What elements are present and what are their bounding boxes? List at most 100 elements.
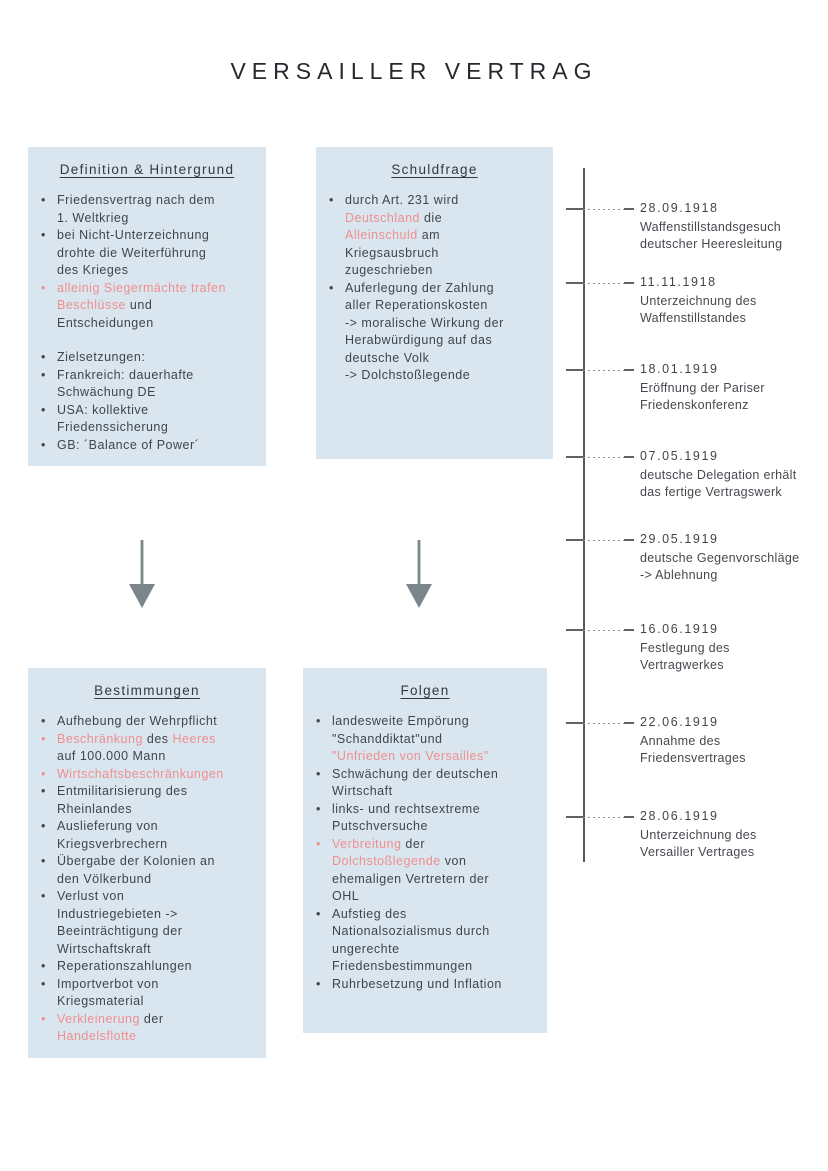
text-segment: auf 100.000 Mann xyxy=(57,749,166,763)
list-item: GB: ´Balance of Power´ xyxy=(40,437,254,455)
timeline-date: 28.06.1919 xyxy=(640,809,719,823)
timeline-tick-part xyxy=(583,282,624,284)
timeline-tick-part xyxy=(566,629,583,631)
text-segment: am Kriegsausbruch zugeschrieben xyxy=(345,228,441,277)
folgen-bullet-list: landesweite Empörung "Schanddiktat"und "… xyxy=(315,713,535,993)
timeline-tick-part xyxy=(624,282,634,284)
box-bestimmungen: Bestimmungen Aufhebung der WehrpflichtBe… xyxy=(28,668,266,1058)
text-segment: von ehemaligen Vertretern der OHL xyxy=(332,854,490,903)
box-schuldfrage-title: Schuldfrage xyxy=(391,162,478,177)
text-segment: Auslieferung von Kriegsverbrechern xyxy=(57,819,168,851)
timeline-tick-part xyxy=(583,208,624,210)
text-segment: bei Nicht-Unterzeichnung drohte die Weit… xyxy=(57,228,210,277)
timeline-tick-part xyxy=(566,816,583,818)
timeline-entry: 07.05.1919 deutsche Delegation erhält das… xyxy=(640,448,828,502)
timeline-description: Festlegung des Vertragwerkes xyxy=(640,640,730,673)
timeline-tick-part xyxy=(624,539,634,541)
list-item: Zielsetzungen: xyxy=(40,349,254,367)
timeline-tick-part xyxy=(566,539,583,541)
text-segment: Heeres xyxy=(172,731,216,746)
list-item: Beschränkung des Heeres auf 100.000 Mann xyxy=(40,731,254,766)
timeline-date: 07.05.1919 xyxy=(640,449,719,463)
text-segment: Aufhebung der Wehrpflicht xyxy=(57,714,218,728)
down-arrow-right-icon xyxy=(406,540,432,608)
timeline-axis xyxy=(583,168,585,862)
timeline-tick-part xyxy=(624,816,634,818)
text-segment: Deutschland xyxy=(345,210,420,225)
timeline-tick-part xyxy=(624,369,634,371)
text-segment: Alleinschuld xyxy=(345,228,418,242)
text-segment: landesweite Empörung "Schanddiktat"und xyxy=(332,714,470,746)
timeline-tick xyxy=(566,369,634,371)
text-segment: alleinig Siegermächte trafen Beschlüsse xyxy=(57,280,226,313)
text-segment: der xyxy=(143,1011,164,1026)
text-segment: Zielsetzungen: xyxy=(57,350,146,364)
box-definition-hintergrund: Definition & Hintergrund Friedensvertrag… xyxy=(28,147,266,466)
definition-bullet-list: Friedensvertrag nach dem 1. Weltkriegbei… xyxy=(40,192,254,454)
text-segment: Dolchstoßlegende xyxy=(332,854,441,868)
timeline-tick-part xyxy=(583,369,624,371)
list-item: Verkleinerung der Handelsflotte xyxy=(40,1011,254,1046)
timeline-description: Annahme des Friedensvertrages xyxy=(640,733,746,766)
timeline-tick xyxy=(566,456,634,458)
bestimmungen-bullet-list: Aufhebung der WehrpflichtBeschränkung de… xyxy=(40,713,254,1046)
text-segment: USA: kollektive Friedenssicherung xyxy=(57,402,169,435)
timeline-tick xyxy=(566,816,634,818)
list-item: Schwächung der deutschen Wirtschaft xyxy=(315,766,535,801)
list-item: Entmilitarisierung des Rheinlandes xyxy=(40,783,254,818)
page-title: VERSAILLER VERTRAG xyxy=(230,58,598,84)
list-item: Ruhrbesetzung und Inflation xyxy=(315,976,535,994)
list-item: Auferlegung der Zahlung aller Reperation… xyxy=(328,280,541,385)
text-segment: Ruhrbesetzung und Inflation xyxy=(332,976,502,991)
timeline-tick-part xyxy=(583,722,624,724)
text-segment: Wirtschaftsbeschränkungen xyxy=(57,766,224,781)
text-segment: Verlust von Industriegebieten -> Beeintr… xyxy=(57,889,183,956)
text-segment: Verkleinerung xyxy=(57,1011,140,1026)
list-item: Frankreich: dauerhafte Schwächung DE xyxy=(40,367,254,402)
down-arrow-left-icon xyxy=(129,540,155,608)
timeline-date: 11.11.1918 xyxy=(640,275,717,289)
text-segment: Reperationszahlungen xyxy=(57,959,193,973)
list-item: Importverbot von Kriegsmaterial xyxy=(40,976,254,1011)
text-segment: Verbreitung xyxy=(332,836,402,851)
timeline-date: 28.09.1918 xyxy=(640,201,719,215)
box-definition-title: Definition & Hintergrund xyxy=(59,162,235,177)
text-segment: die xyxy=(423,210,443,225)
text-segment: links- und rechtsextreme Putschversuche xyxy=(332,801,481,834)
text-segment: "Unfrieden von Versailles" xyxy=(332,749,489,763)
box-bestimmungen-title: Bestimmungen xyxy=(94,683,200,698)
text-segment: der xyxy=(405,836,425,851)
schuldfrage-bullet-list: durch Art. 231 wird Deutschland die Alle… xyxy=(328,192,541,385)
timeline-tick-part xyxy=(624,456,634,458)
list-item: Verlust von Industriegebieten -> Beeintr… xyxy=(40,888,254,958)
text-segment: Friedensvertrag nach dem 1. Weltkrieg xyxy=(57,193,215,225)
text-segment: des xyxy=(142,731,173,746)
timeline-tick-part xyxy=(566,722,583,724)
timeline-tick-part xyxy=(583,539,624,541)
timeline-description: Eröffnung der Pariser Friedenskonferenz xyxy=(640,380,765,413)
list-item: alleinig Siegermächte trafen Beschlüsse … xyxy=(40,280,254,333)
box-folgen: Folgen landesweite Empörung "Schanddikta… xyxy=(303,668,547,1033)
timeline-description: Unterzeichnung des Versailler Vertrages xyxy=(640,827,757,860)
timeline-description: deutsche Delegation erhält das fertige V… xyxy=(640,467,797,500)
timeline-date: 18.01.1919 xyxy=(640,362,719,376)
list-item: durch Art. 231 wird Deutschland die Alle… xyxy=(328,192,541,280)
timeline-tick xyxy=(566,208,634,210)
text-segment: Übergabe der Kolonien an den Völkerbund xyxy=(57,854,215,886)
text-segment: durch Art. 231 wird xyxy=(345,193,459,207)
text-segment: Frankreich: dauerhafte Schwächung DE xyxy=(57,367,194,400)
timeline-date: 16.06.1919 xyxy=(640,622,719,636)
text-segment: Handelsflotte xyxy=(57,1029,137,1043)
timeline-description: Unterzeichnung des Waffenstillstandes xyxy=(640,293,757,326)
text-segment: und Entscheidungen xyxy=(57,298,154,330)
list-item: bei Nicht-Unterzeichnung drohte die Weit… xyxy=(40,227,254,280)
list-item: Aufstieg des Nationalsozialismus durch u… xyxy=(315,906,535,976)
text-segment: Aufstieg des Nationalsozialismus durch u… xyxy=(332,906,490,974)
timeline-description: Waffenstillstandsgesuch deutscher Heeres… xyxy=(640,219,783,252)
text-segment: Importverbot von Kriegsmaterial xyxy=(57,976,159,1009)
